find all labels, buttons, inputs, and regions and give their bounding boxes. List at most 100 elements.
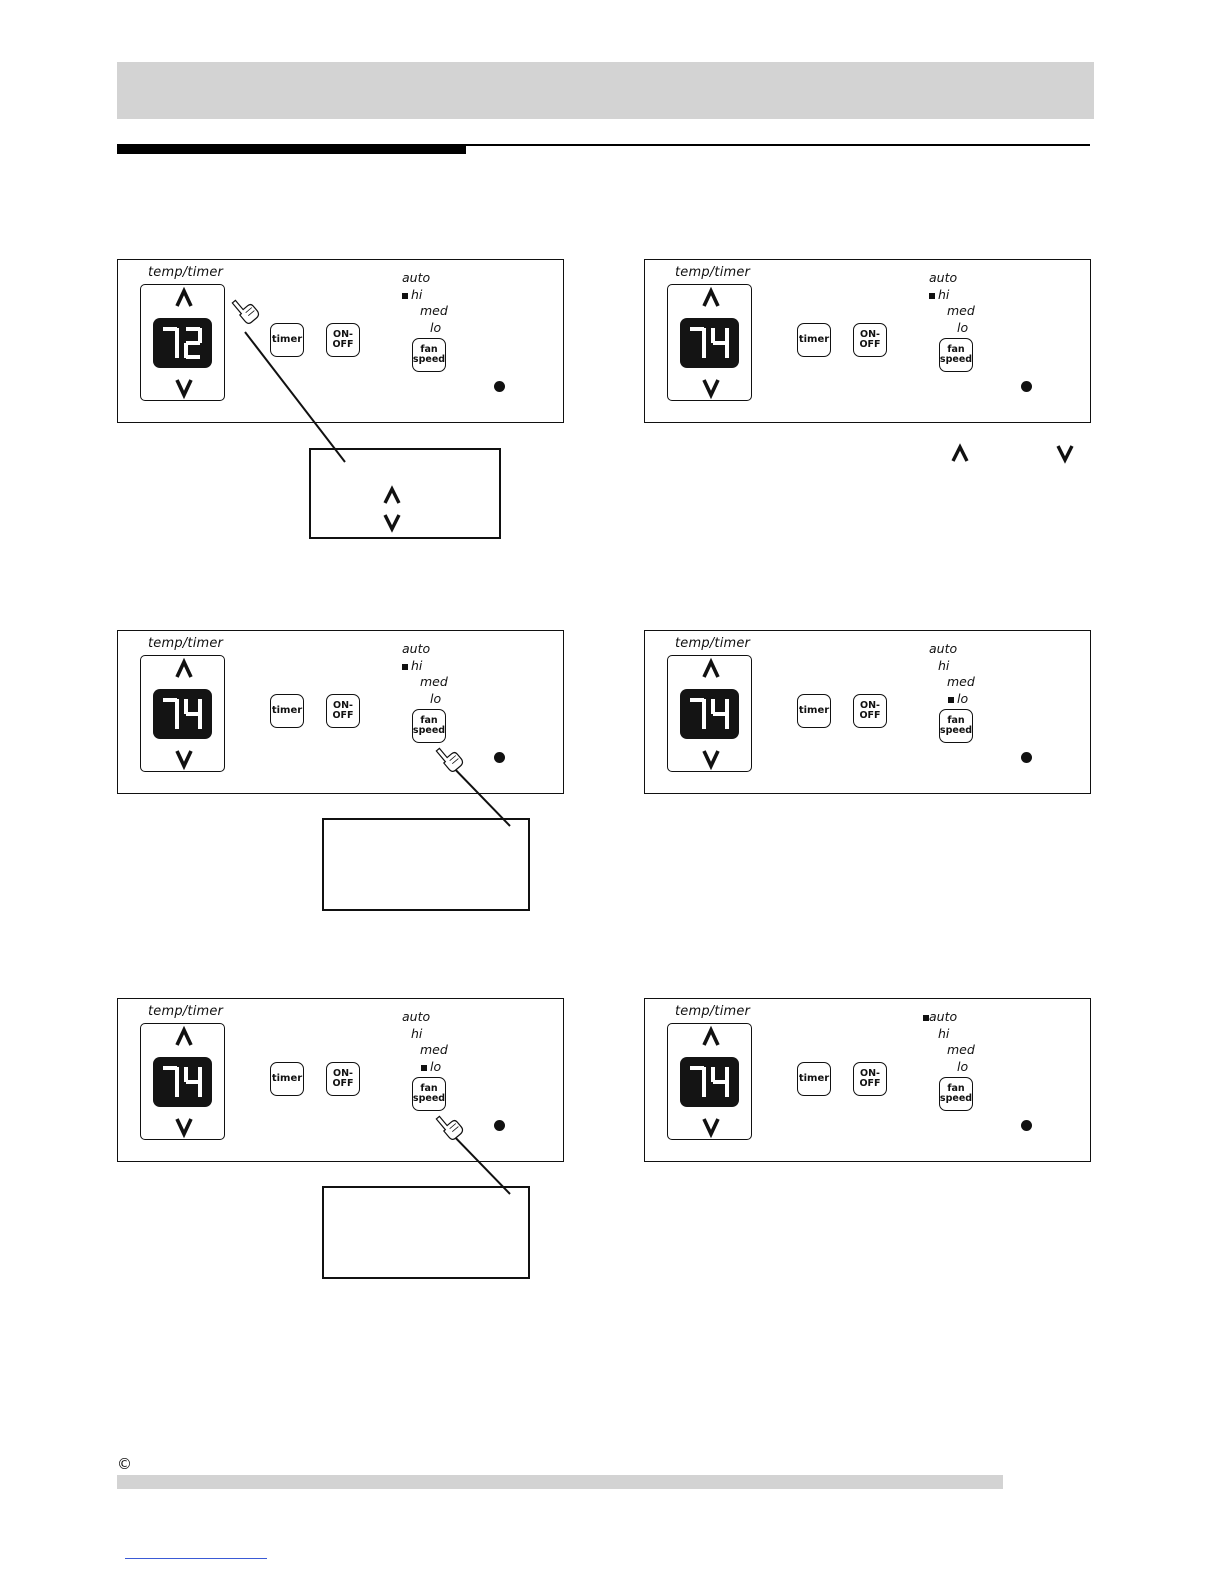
chevron-up-icon (174, 657, 193, 678)
temp-up-button[interactable] (141, 656, 226, 686)
temperature-display (153, 1057, 212, 1107)
digit-segment (184, 699, 188, 714)
digit-segment (186, 341, 200, 345)
digit-segment (186, 712, 200, 716)
temp-timer-display-frame (667, 284, 752, 401)
digit-segment (725, 1082, 729, 1097)
on-off-button[interactable]: ON-OFF (853, 323, 887, 357)
temp-up-button[interactable] (668, 656, 753, 686)
footer-link-underline[interactable] (125, 1558, 267, 1559)
digit-segment (186, 355, 200, 359)
power-indicator-led (1021, 381, 1032, 392)
digit-segment (725, 714, 729, 729)
digit-segment (198, 699, 202, 714)
chevron-up-icon (701, 1025, 720, 1046)
timer-button[interactable]: timer (797, 1062, 831, 1096)
temp-up-button[interactable] (668, 285, 753, 315)
on-off-button[interactable]: ON-OFF (853, 694, 887, 728)
fan-label-line1: fan (420, 715, 438, 726)
temperature-display (153, 689, 212, 739)
footer-band (117, 1475, 1003, 1489)
speed-label-auto: auto (402, 270, 431, 285)
fan-label-line2: speed (412, 354, 446, 365)
speed-indicator-auto (923, 1015, 929, 1021)
temp-timer-display-frame (667, 655, 752, 772)
on-off-label-line1: ON- (333, 700, 353, 711)
temp-timer-label: temp/timer (675, 636, 751, 651)
speed-label-lo: lo (430, 320, 442, 335)
temp-up-button[interactable] (141, 285, 226, 315)
temp-down-button[interactable] (668, 746, 753, 776)
timer-button[interactable]: timer (797, 694, 831, 728)
digit-segment (198, 1067, 202, 1082)
temp-down-button[interactable] (141, 1114, 226, 1144)
temp-timer-label: temp/timer (675, 1004, 751, 1019)
digit-segment (725, 699, 729, 714)
digit-segment (713, 1080, 727, 1084)
header-rule-thick (117, 144, 466, 154)
temp-timer-display-frame (140, 1023, 225, 1140)
digit-segment (163, 327, 177, 331)
speed-label-hi: hi (411, 287, 423, 302)
digit-segment (690, 698, 704, 702)
digit-segment (725, 1067, 729, 1082)
digit-segment (711, 328, 715, 343)
control-panel-illustration-1: temp/timer timer ON-OFF auto hi med lo f… (117, 259, 564, 423)
chevron-down-icon (701, 379, 720, 400)
speed-label-auto: auto (402, 1009, 431, 1024)
on-off-label-line2: OFF (859, 710, 881, 721)
chevron-up-icon (174, 1025, 193, 1046)
temperature-display (153, 318, 212, 368)
temp-down-button[interactable] (141, 746, 226, 776)
callout-box-3 (322, 1186, 530, 1279)
on-off-label-line2: OFF (332, 710, 354, 721)
temp-down-button[interactable] (668, 375, 753, 405)
on-off-button[interactable]: ON-OFF (326, 1062, 360, 1096)
speed-label-med: med (947, 674, 975, 689)
digit-segment (711, 699, 715, 714)
temp-up-button[interactable] (141, 1024, 226, 1054)
speed-label-auto: auto (929, 1009, 958, 1024)
speed-label-med: med (420, 303, 448, 318)
digit-segment (725, 328, 729, 343)
speed-label-hi: hi (411, 658, 423, 673)
temp-up-button[interactable] (668, 1024, 753, 1054)
timer-button[interactable]: timer (270, 1062, 304, 1096)
chevron-up-icon (701, 286, 720, 307)
on-off-label-line2: OFF (332, 339, 354, 350)
temp-timer-label: temp/timer (148, 1004, 224, 1019)
speed-label-lo: lo (430, 1059, 442, 1074)
on-off-label-line2: OFF (859, 1078, 881, 1089)
on-off-button[interactable]: ON-OFF (326, 323, 360, 357)
temp-down-button[interactable] (668, 1114, 753, 1144)
fan-label-line2: speed (939, 1093, 973, 1104)
fan-label-line1: fan (947, 715, 965, 726)
digit-segment (163, 698, 177, 702)
temperature-display (680, 689, 739, 739)
temp-timer-display-frame (667, 1023, 752, 1140)
speed-label-lo: lo (957, 320, 969, 335)
digit-segment (175, 328, 179, 343)
timer-button[interactable]: timer (270, 694, 304, 728)
power-indicator-led (494, 381, 505, 392)
digit-segment (175, 714, 179, 729)
temp-timer-label: temp/timer (675, 265, 751, 280)
callout-box-1 (309, 448, 501, 539)
temp-down-button[interactable] (141, 375, 226, 405)
on-off-button[interactable]: ON-OFF (853, 1062, 887, 1096)
timer-button[interactable]: timer (270, 323, 304, 357)
digit-segment (725, 343, 729, 358)
on-off-button[interactable]: ON-OFF (326, 694, 360, 728)
digit-segment (175, 699, 179, 714)
digit-segment (713, 341, 727, 345)
timer-button[interactable]: timer (797, 323, 831, 357)
on-off-label-line1: ON- (860, 329, 880, 340)
on-off-label-line2: OFF (332, 1078, 354, 1089)
fan-label-line1: fan (947, 1083, 965, 1094)
